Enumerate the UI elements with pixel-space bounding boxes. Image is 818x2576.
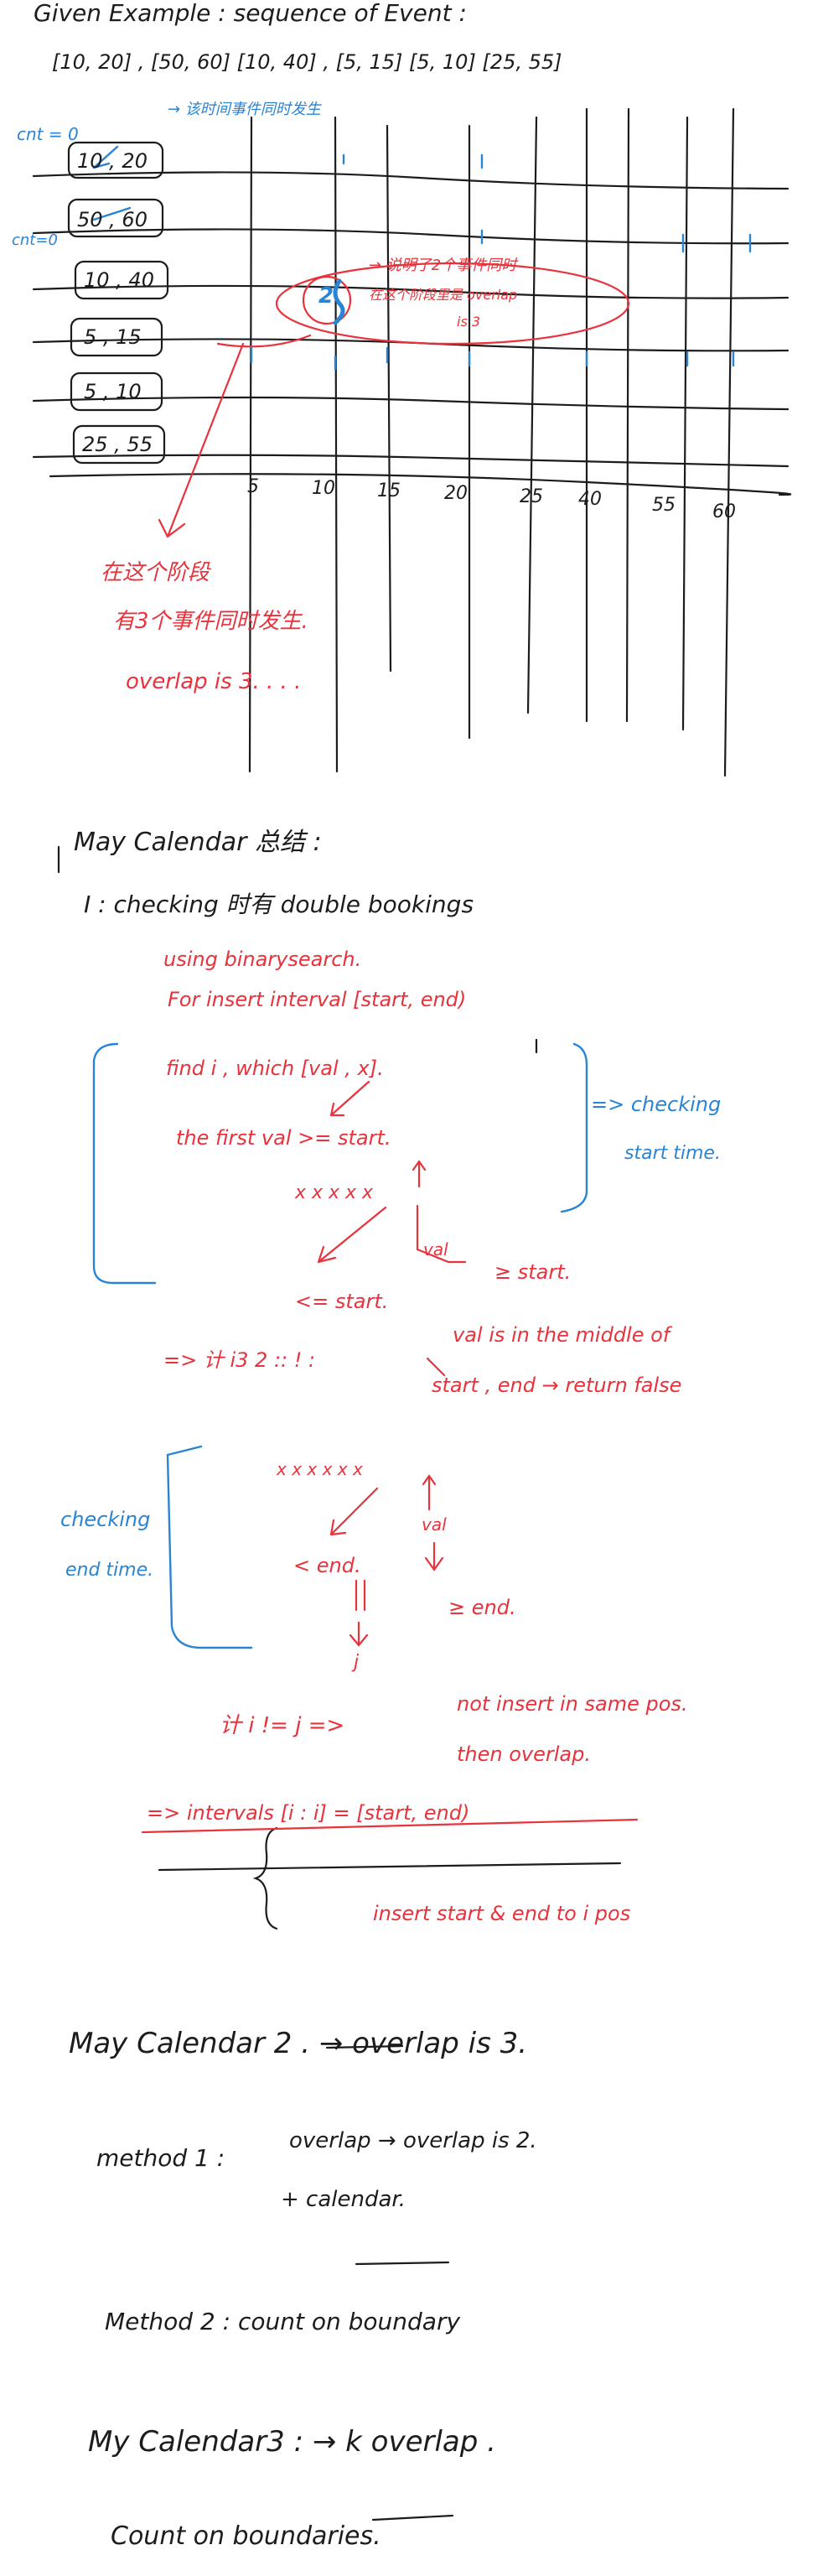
red-explain-line: overlap is 3. . . .	[126, 669, 302, 694]
cal1-not-insert: not insert in same pos.	[457, 1692, 688, 1716]
cal1-if-neq: 计 i != j =>	[220, 1713, 345, 1738]
cal2-heading: May Calendar 2 . → overlap is 3.	[69, 2027, 528, 2060]
row-label: 10 , 40	[84, 268, 154, 292]
red-explain-line: 在这个阶段	[101, 560, 210, 585]
row-label: 25 , 55	[82, 433, 153, 456]
cal1-val: val	[422, 1514, 447, 1535]
row-box	[72, 424, 166, 465]
blue-bracket	[92, 1042, 157, 1285]
cal1-val-middle: start , end → return false	[432, 1374, 682, 1397]
cal1-le-start: <= start.	[295, 1290, 389, 1313]
row-line	[32, 454, 790, 468]
cal1-xs-bottom: x x x x x x	[277, 1459, 363, 1479]
axis-tick: 40	[578, 489, 602, 510]
cal3-line: Count on boundaries.	[111, 2521, 381, 2551]
cnt-label: cnt = 0	[17, 124, 79, 144]
row-label: 50 , 60	[77, 208, 148, 231]
cal1-xs-top: x x x x x	[295, 1182, 374, 1203]
cal1-j: j	[354, 1652, 360, 1673]
axis-tick: 60	[712, 501, 736, 522]
row-box	[67, 198, 164, 238]
row-box	[70, 317, 163, 357]
row-line	[32, 171, 790, 190]
row-line	[32, 284, 790, 299]
cal1-lt-end: < end.	[293, 1554, 361, 1577]
axis-line	[49, 473, 792, 496]
red-circle	[302, 275, 352, 325]
row-box	[67, 141, 164, 179]
cal3-heading: My Calendar3 : → k overlap .	[88, 2425, 496, 2459]
cal1-insert-line: insert start & end to i pos	[373, 1902, 631, 1925]
red-explain-line: 有3个事件同时发生.	[113, 609, 308, 634]
cal1-ge-end: ≥ end.	[448, 1596, 516, 1619]
cal1-item: I : checking 时有 double bookings	[84, 891, 474, 918]
row-line	[32, 396, 790, 411]
red-note-line: is 3	[457, 314, 481, 330]
cal1-using: using binarysearch.	[163, 948, 362, 971]
cnt-label: cnt=0	[12, 231, 58, 249]
red-ellipse	[275, 262, 630, 345]
blue-note: → 该时间事件同时发生	[168, 101, 321, 118]
axis-tick: 5	[247, 476, 259, 497]
cal2-m1-line: + calendar.	[281, 2187, 406, 2212]
blue-bracket	[166, 1445, 253, 1649]
circled-count: 2	[318, 283, 334, 309]
cal1-find: find i , which [val , x].	[166, 1057, 384, 1080]
red-underline	[141, 1818, 639, 1834]
red-note-line: 在这个阶段里是 overlap	[369, 287, 518, 303]
cal1-intervals-assign: => intervals [i : i] = [start, end)	[147, 1801, 470, 1825]
cal2-m1-line: overlap → overlap is 2.	[289, 2128, 537, 2153]
row-line	[32, 228, 790, 245]
cal1-if-eq: => 计 i3 2 :: ! :	[163, 1348, 316, 1372]
row-line	[32, 338, 790, 352]
cal1-for-line: For insert interval [start, end)	[168, 988, 467, 1011]
cal1-heading: May Calendar 总结 :	[74, 828, 322, 857]
red-note-line: → 说明了2个事件同时	[369, 257, 517, 274]
axis-tick: 25	[520, 486, 543, 507]
intervals-line: [10, 20] , [50, 60] [10, 40] , [5, 15] […	[52, 50, 562, 74]
axis-tick: 10	[312, 478, 335, 499]
cal1-val: val	[423, 1239, 448, 1259]
row-label: 5 , 10	[84, 380, 142, 403]
row-label: 10 , 20	[77, 149, 148, 173]
page-title: Given Example : sequence of Event :	[34, 0, 467, 27]
blue-bracket	[560, 1042, 588, 1213]
cal1-check-end: checking	[60, 1508, 151, 1531]
cal1-ge-start: ≥ start.	[494, 1260, 572, 1284]
row-box	[70, 371, 163, 412]
cal1-check-start: start time.	[624, 1143, 721, 1164]
axis-tick: 55	[652, 495, 676, 516]
cal1-check-start: => checking	[591, 1093, 722, 1116]
cal2-method2: Method 2 : count on boundary	[105, 2308, 461, 2335]
axis-tick: 15	[377, 480, 401, 501]
row-label: 5 , 15	[84, 325, 142, 349]
row-box	[74, 260, 169, 300]
cal1-check-end: end time.	[65, 1560, 154, 1581]
axis-tick: 20	[444, 483, 468, 504]
cal1-val-middle: val is in the middle of	[453, 1323, 670, 1347]
cal2-method1: method 1 :	[96, 2144, 225, 2172]
cal1-not-insert: then overlap.	[457, 1742, 591, 1766]
cal1-first-val: the first val >= start.	[176, 1126, 391, 1150]
